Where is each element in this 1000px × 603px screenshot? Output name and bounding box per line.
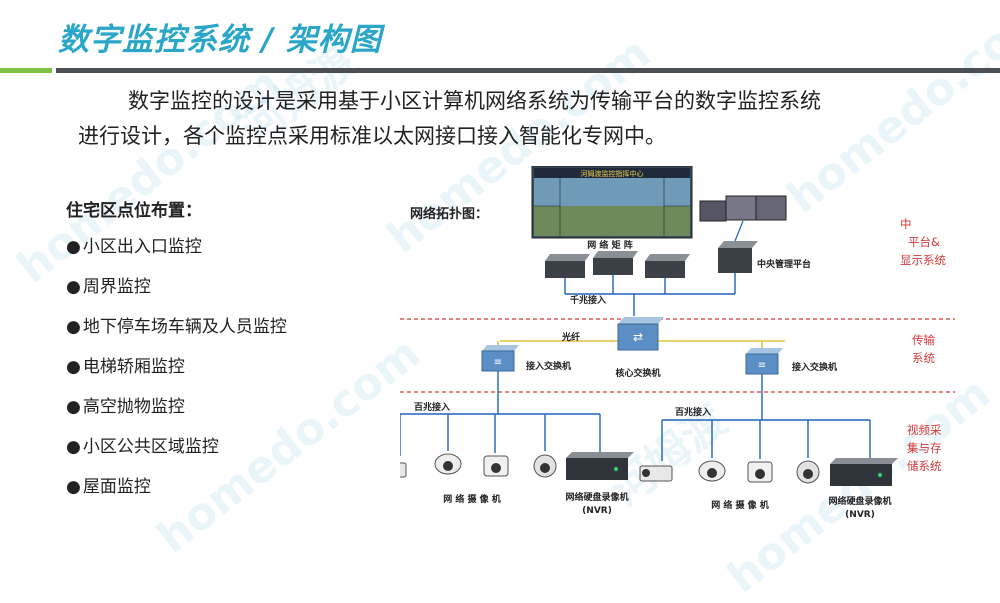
zone-label-bottom-line: 储系统: [907, 459, 942, 473]
camera-left-label: 网 络 摄 像 机: [443, 493, 501, 505]
list-item: 周界监控: [66, 276, 287, 316]
video-wall-caption: 河姆渡监控指挥中心: [581, 169, 644, 178]
switch-body: [617, 323, 659, 351]
monitor: [699, 200, 727, 222]
core-switch-label: 核心交换机: [615, 367, 660, 379]
switch-top: [482, 345, 519, 351]
zone-label-top-line: 显示系统: [900, 253, 946, 267]
nvr-left-abbr: (NVR): [582, 506, 612, 516]
switch-top: [618, 317, 664, 324]
page-title: 数字监控系统 / 架构图: [58, 22, 382, 58]
switch-icon: ⇄: [633, 330, 643, 344]
camera-icon: [747, 461, 773, 483]
zone-label-bottom-line: 集与存: [907, 441, 942, 455]
zone-label-middle-line: 系统: [912, 351, 935, 365]
server-top: [645, 254, 690, 261]
camera-icon: [533, 454, 557, 478]
server-top: [718, 241, 758, 248]
fast-ethernet-right-label: 百兆接入: [675, 406, 711, 418]
zone-label-top: 中 平台& 显示系统: [900, 217, 946, 267]
zone-label-middle-line: 传输: [912, 333, 935, 347]
camera-icon: [400, 462, 407, 478]
zone-label-bottom: 视频采 集与存 储系统: [907, 423, 945, 473]
intro-line: 数字监控的设计是采用基于小区计算机网络系统为传输平台的数字监控系统: [128, 89, 821, 113]
camera-icon: [639, 465, 673, 482]
access-switch-right-label: 接入交换机: [792, 361, 837, 373]
video-wall-screen: [534, 206, 690, 236]
matrix-label: 网 络 矩 阵: [587, 239, 632, 251]
monitor: [725, 195, 757, 221]
fast-ethernet-left-label: 百兆接入: [414, 401, 450, 413]
switch-icon: ≡: [494, 357, 502, 368]
nvr-left-label: 网络硬盘录像机: [565, 491, 628, 503]
core-switch: ⇄: [617, 317, 664, 351]
accent-bar: [0, 68, 52, 73]
matrix-servers: [545, 251, 690, 278]
server-top: [593, 251, 638, 258]
camera-icon: [434, 453, 462, 475]
intro-line: 进行设计，各个监控点采用标准以太网接口接入智能化专网中。: [78, 124, 666, 148]
server-top: [545, 254, 590, 261]
central-platform-label: 中央管理平台: [757, 258, 811, 270]
camera-right-label: 网 络 摄 像 机: [711, 499, 769, 511]
intro-paragraph: 数字监控的设计是采用基于小区计算机网络系统为传输平台的数字监控系统 进行设计，各…: [78, 84, 978, 154]
camera-icon: [698, 460, 726, 482]
list-item: 地下停车场车辆及人员监控: [66, 316, 287, 356]
section-title: 住宅区点位布置：: [66, 201, 202, 221]
server: [545, 261, 585, 278]
connection-line: [734, 220, 744, 242]
fiber-label: 光纤: [561, 331, 580, 343]
video-wall-caption-bar: [534, 168, 690, 178]
server: [593, 258, 633, 275]
list-item: 电梯轿厢监控: [66, 356, 287, 396]
list-item: 高空抛物监控: [66, 396, 287, 436]
zone-label-top-line: 中: [900, 217, 912, 231]
topology-diagram: 中 平台& 显示系统 传输 系统 视频采 集与存 储系统 网络拓扑图： 河姆渡监…: [400, 166, 955, 520]
zone-label-top-line: 平台&: [908, 235, 940, 249]
nvr-right-label: 网络硬盘录像机: [828, 495, 891, 507]
nvr-device: [830, 458, 898, 486]
zone-label-middle: 传输 系统: [912, 333, 939, 365]
switch-top: [746, 348, 783, 354]
access-switch-right: ≡: [745, 348, 783, 375]
nvr-right-abbr: (NVR): [845, 510, 875, 520]
nvr-device: [566, 452, 634, 480]
server: [645, 261, 685, 278]
switch-icon: ≡: [758, 360, 766, 371]
point-list: 小区出入口监控 周界监控 地下停车场车辆及人员监控 电梯轿厢监控 高空抛物监控 …: [66, 236, 287, 516]
gigabit-label: 千兆接入: [570, 294, 606, 306]
header-divider: [56, 68, 1000, 73]
diagram-title: 网络拓扑图：: [410, 206, 488, 222]
access-switch-left: ≡: [481, 345, 519, 372]
central-server: [718, 248, 752, 273]
monitor: [755, 195, 787, 221]
list-item: 小区公共区域监控: [66, 436, 287, 476]
zone-label-bottom-line: 视频采: [907, 423, 942, 437]
list-item: 屋面监控: [66, 476, 287, 516]
camera-icon: [483, 455, 509, 477]
camera-icon: [796, 460, 820, 484]
access-switch-left-label: 接入交换机: [526, 360, 571, 372]
list-item: 小区出入口监控: [66, 236, 287, 276]
